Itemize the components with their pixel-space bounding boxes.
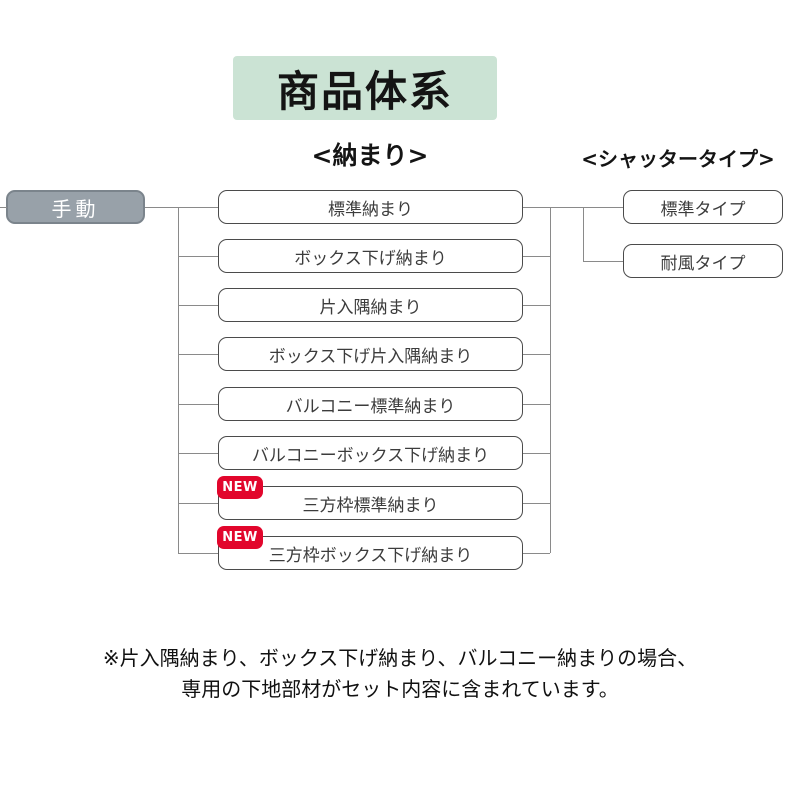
connector-line <box>523 305 550 306</box>
nakamari-node-7: 三方枠標準納まり <box>218 486 523 520</box>
new-badge: NEW <box>217 526 263 549</box>
nakamari-node-8: 三方枠ボックス下げ納まり <box>218 536 523 570</box>
manual-root-node: 手動 <box>6 190 145 224</box>
footnote-line-1: ※片入隅納まり、ボックス下げ納まり、バルコニー納まりの場合、 <box>102 646 698 670</box>
connector-line <box>145 207 218 208</box>
page-title: 商品体系 <box>233 56 497 120</box>
connector-line <box>178 553 218 554</box>
nakamari-node-4: ボックス下げ片入隅納まり <box>218 337 523 371</box>
connector-line <box>0 207 7 208</box>
footnote-line-2: 専用の下地部材がセット内容に含まれています。 <box>181 677 619 701</box>
connector-line <box>178 503 218 504</box>
footnote: ※片入隅納まり、ボックス下げ納まり、バルコニー納まりの場合、 専用の下地部材がセ… <box>0 643 800 705</box>
connector-line <box>523 404 550 405</box>
connector-line <box>178 207 179 553</box>
nakamari-node-3: 片入隅納まり <box>218 288 523 322</box>
new-badge: NEW <box>217 476 263 499</box>
connector-line <box>178 305 218 306</box>
connector-line <box>523 503 550 504</box>
shutter-node-2: 耐風タイプ <box>623 244 783 278</box>
connector-line <box>523 354 550 355</box>
connector-line <box>178 404 218 405</box>
connector-line <box>178 354 218 355</box>
shutter-node-1: 標準タイプ <box>623 190 783 224</box>
connector-line <box>583 261 623 262</box>
connector-line <box>523 207 623 208</box>
connector-line <box>178 256 218 257</box>
connector-line <box>523 453 550 454</box>
nakamari-column-header: <納まり> <box>311 141 429 170</box>
nakamari-node-6: バルコニーボックス下げ納まり <box>218 436 523 470</box>
connector-line <box>550 207 551 553</box>
nakamari-node-5: バルコニー標準納まり <box>218 387 523 421</box>
nakamari-node-2: ボックス下げ納まり <box>218 239 523 273</box>
nakamari-node-1: 標準納まり <box>218 190 523 224</box>
connector-line <box>523 553 550 554</box>
connector-line <box>523 256 550 257</box>
shutter-type-column-header: <シャッタータイプ> <box>581 147 775 171</box>
connector-line <box>178 453 218 454</box>
connector-line <box>583 207 584 261</box>
